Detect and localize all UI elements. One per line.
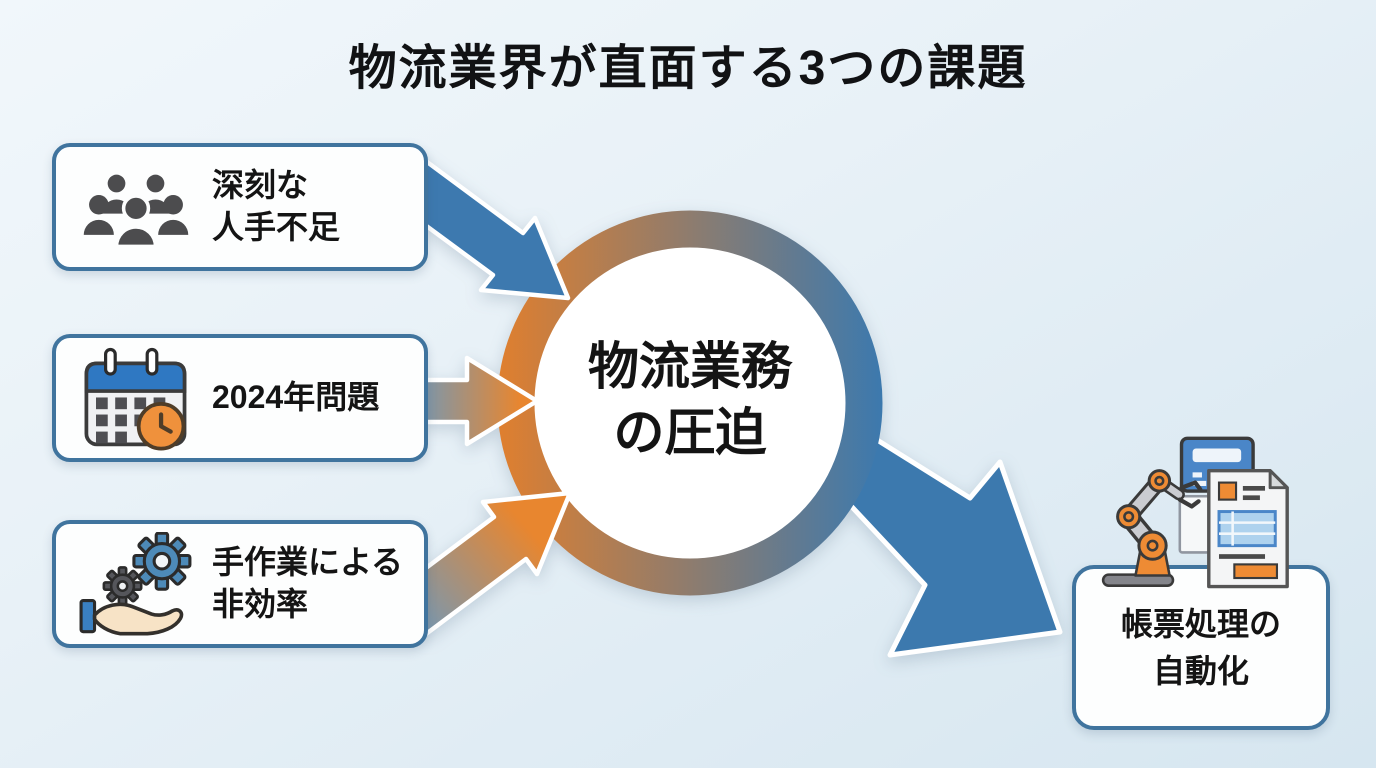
gears-hand-icon: [72, 532, 200, 636]
solution-label: 帳票処理の 自動化: [1120, 606, 1281, 689]
diagram-title: 物流業界が直面する3つの課題: [348, 42, 1028, 95]
solution-box: 帳票処理の 自動化: [1072, 565, 1330, 730]
cause-label-2024-problem: 2024年問題: [212, 379, 380, 416]
cause-box-labor-shortage: 深刻な 人手不足: [52, 143, 428, 271]
arrow-center-to-solution: [835, 425, 1063, 658]
calendar-clock-icon: [72, 342, 200, 454]
center-circle-label: 物流業務 の圧迫: [587, 338, 792, 462]
arrow-manual-to-center: [391, 490, 573, 637]
robot-arm-document-icon: [1101, 436, 1289, 589]
cause-label-manual-inefficiency: 手作業による 非効率: [212, 544, 404, 622]
cause-label-labor-shortage: 深刻な 人手不足: [212, 167, 341, 245]
arrow-labor-to-center: [414, 153, 571, 301]
people-group-icon: [72, 160, 200, 254]
cause-box-manual-inefficiency: 手作業による 非効率: [52, 520, 428, 648]
cause-box-2024-problem: 2024年問題: [52, 334, 428, 462]
arrow-2024-to-center: [421, 355, 540, 447]
